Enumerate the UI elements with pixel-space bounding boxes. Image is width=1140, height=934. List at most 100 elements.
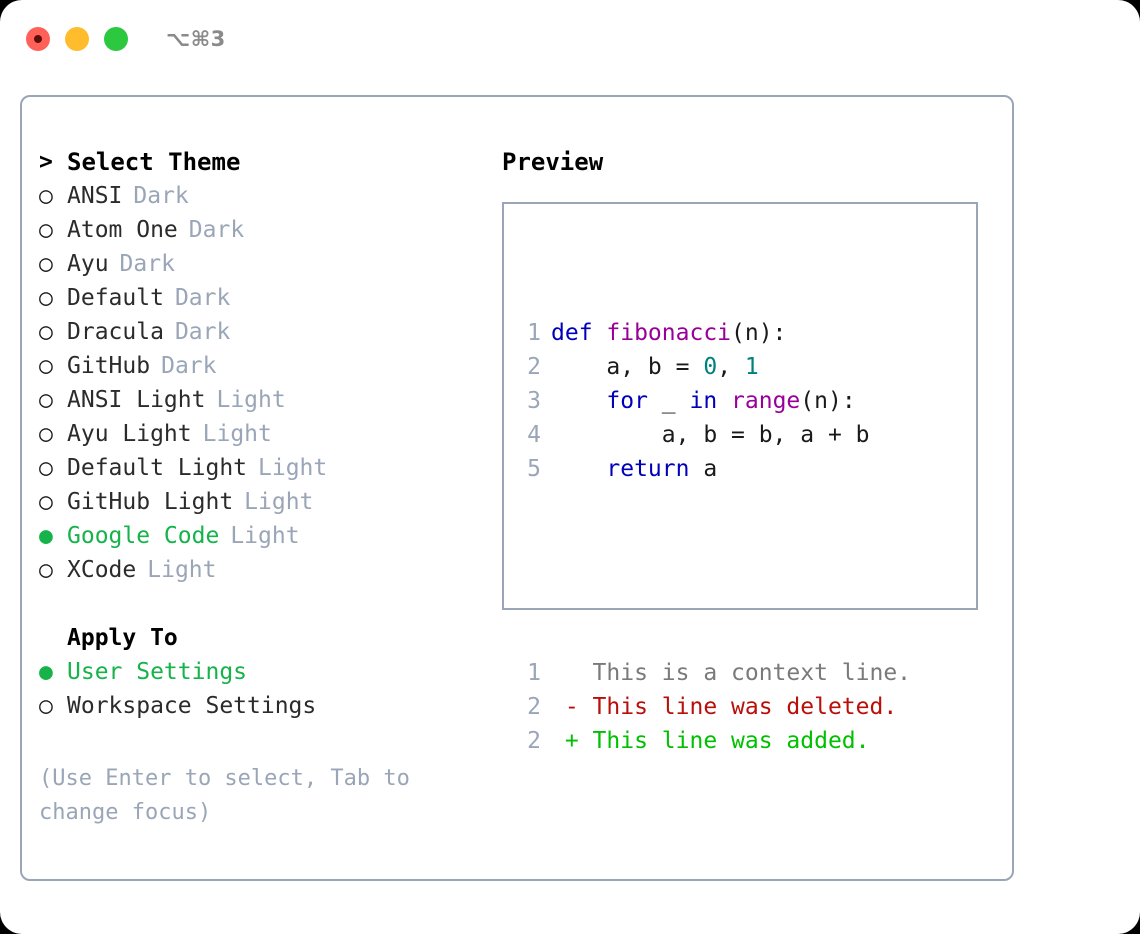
diff-line-number: 2 — [527, 728, 541, 754]
code-token-pn: a — [689, 456, 718, 482]
diff-line-text-add: + This line was added. — [551, 728, 870, 754]
theme-list-item[interactable]: ● Google Code Light — [39, 519, 494, 553]
code-token-pn: a, b = b, a + b — [551, 422, 870, 448]
theme-name: GitHub — [67, 353, 151, 379]
code-token-kw: for — [606, 388, 648, 414]
theme-name: Atom One — [67, 217, 178, 243]
theme-name: ANSI Light — [67, 387, 206, 413]
radio-unselected-icon[interactable]: ○ — [39, 455, 53, 481]
code-token-kw: def — [551, 320, 607, 346]
theme-list-item[interactable]: ○ ANSI Light Light — [39, 383, 494, 417]
minimize-button[interactable] — [65, 27, 89, 51]
maximize-button[interactable] — [104, 27, 128, 51]
theme-name: XCode — [67, 557, 137, 583]
apply-to-option[interactable]: ●User Settings — [39, 655, 494, 689]
apply-to-title: Apply To — [67, 625, 178, 651]
code-token-pn — [551, 456, 606, 482]
theme-name: Default — [67, 285, 164, 311]
theme-variant-tag: Dark — [119, 251, 175, 277]
radio-unselected-icon[interactable]: ○ — [39, 217, 53, 243]
code-token-pn: a, b = — [551, 354, 704, 380]
keyboard-hint-text: (Use Enter to select, Tab to change focu… — [39, 766, 410, 825]
select-theme-title: Select Theme — [67, 148, 241, 176]
radio-unselected-icon[interactable]: ○ — [39, 387, 53, 413]
radio-unselected-icon[interactable]: ○ — [39, 319, 53, 345]
theme-list-item[interactable]: ○ Default Dark — [39, 281, 494, 315]
code-line-number: 4 — [527, 422, 541, 448]
theme-list-item[interactable]: ○ Ayu Dark — [39, 247, 494, 281]
radio-unselected-icon[interactable]: ○ — [39, 251, 53, 277]
apply-to-header: Apply To — [39, 621, 494, 655]
radio-unselected-icon[interactable]: ○ — [39, 557, 53, 583]
theme-list-item[interactable]: ○ ANSI Dark — [39, 179, 494, 213]
radio-unselected-icon[interactable]: ○ — [39, 183, 53, 209]
code-token-pn: (n): — [731, 320, 787, 346]
theme-name: Dracula — [67, 319, 164, 345]
code-token-fn: range — [731, 388, 801, 414]
theme-variant-tag: Dark — [133, 183, 189, 209]
radio-unselected-icon[interactable]: ○ — [39, 353, 53, 379]
code-blank-line — [517, 554, 911, 588]
code-line: 5 return a — [517, 452, 911, 486]
diff-line-number: 2 — [527, 694, 541, 720]
prompt-arrow-icon: > — [39, 149, 53, 175]
apply-to-option[interactable]: ○ Workspace Settings — [39, 689, 494, 723]
code-line-number: 3 — [527, 388, 541, 414]
theme-name: ANSI — [67, 183, 123, 209]
diff-line-text-ctx: This is a context line. — [551, 660, 912, 686]
diff-line-text-del: - This line was deleted. — [551, 694, 898, 720]
theme-name: Ayu — [67, 251, 109, 277]
radio-unselected-icon[interactable]: ○ — [39, 285, 53, 311]
theme-variant-tag: Dark — [174, 319, 231, 345]
radio-unselected-icon[interactable]: ○ — [39, 693, 53, 719]
code-line-number: 2 — [527, 354, 541, 380]
code-line-number: 1 — [527, 320, 541, 346]
radio-selected-icon[interactable]: ● — [39, 523, 53, 549]
theme-list-item[interactable]: ○ Dracula Dark — [39, 315, 494, 349]
code-token-pn: _ — [647, 388, 690, 414]
code-token-pn — [551, 388, 606, 414]
theme-variant-tag: Light — [230, 523, 300, 549]
theme-name: Default Light — [67, 455, 248, 481]
code-token-pn: , — [717, 354, 745, 380]
code-line-number: 5 — [527, 456, 541, 482]
keyboard-shortcut-label: ⌥⌘3 — [166, 27, 226, 51]
theme-variant-tag: Light — [258, 455, 328, 481]
code-token-num: 1 — [744, 354, 759, 380]
theme-variant-tag: Dark — [174, 285, 231, 311]
theme-list-item[interactable]: ○ Default Light Light — [39, 451, 494, 485]
code-line: 4 a, b = b, a + b — [517, 418, 911, 452]
code-token-kw: return — [606, 456, 690, 482]
radio-selected-icon[interactable]: ● — [39, 659, 53, 685]
diff-sample-block: 1 This is a context line. 2 - This line w… — [517, 656, 911, 758]
theme-variant-tag: Light — [202, 421, 272, 447]
apply-to-list: ●User Settings ○ Workspace Settings — [39, 655, 494, 723]
diff-line: 2 + This line was added. — [517, 724, 911, 758]
apply-to-option-label: Workspace Settings — [67, 693, 317, 719]
theme-name: GitHub Light — [67, 489, 234, 515]
select-theme-header: > Select Theme — [39, 145, 494, 179]
close-button[interactable] — [26, 27, 50, 51]
diff-line: 1 This is a context line. — [517, 656, 911, 690]
theme-variant-tag: Light — [244, 489, 314, 515]
code-token-pn: (n): — [800, 388, 856, 414]
radio-unselected-icon[interactable]: ○ — [39, 421, 53, 447]
theme-name: Google Code — [67, 523, 220, 549]
title-bar: ⌥⌘3 — [0, 0, 1140, 78]
code-token-pn — [717, 388, 731, 414]
theme-list-item[interactable]: ○ GitHub Light Light — [39, 485, 494, 519]
radio-unselected-icon[interactable]: ○ — [39, 489, 53, 515]
list-spacer — [39, 587, 494, 621]
code-token-num: 0 — [703, 354, 718, 380]
theme-variant-tag: Light — [216, 387, 286, 413]
